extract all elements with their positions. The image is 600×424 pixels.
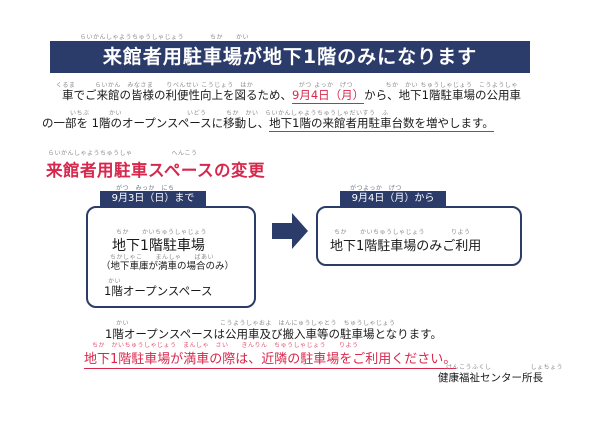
before-pill-ruby: がつ みっか にち (116, 185, 175, 192)
before-line1: 地下1階駐車場 (112, 238, 205, 254)
intro-line1-post: から、地下1階駐車場の公用車 (364, 88, 521, 102)
before-line3: 1階オープンスペース (104, 284, 213, 298)
intro-line2: の一部を 1階のオープンスペースに移動し、地下1階の来館者用駐車台数を増やします… (42, 116, 572, 132)
intro-line2-pre: の一部を 1階のオープンスペースに移動し、 (42, 116, 270, 130)
section-title: 来館者用駐車スペースの変更 (46, 161, 266, 180)
intro-ruby-line1: くるま らいかん みなさま りべんせい こうじょう はか がつ よっか げつ ち… (56, 82, 518, 89)
before-box (86, 206, 256, 308)
right-arrow-icon (272, 213, 308, 249)
after-box (316, 206, 522, 266)
after-pill: 9月4日（月）から (340, 191, 446, 207)
intro-line1-pre: 車でご来館の皆様の利便性向上を図るため、 (62, 88, 292, 102)
intro-line1: 車でご来館の皆様の利便性向上を図るため、9月4日（月）から、地下1階駐車場の公用… (42, 88, 572, 104)
signature: 健康福祉センター所長 (438, 372, 543, 384)
section-ruby: らいかんしゃようちゅうしゃ へんこう (48, 150, 198, 157)
warning-ruby: ちか かいちゅうしゃじょう まんしゃ さい きんりん ちゅうしゃじょう りよう (92, 342, 359, 349)
banner-ruby: らいかんしゃようちゅうしゃじょう ちか かい (80, 34, 250, 41)
before-line2: （地下車庫が満車の場合のみ） (101, 261, 235, 272)
note-text: 1階オープンスペースは公用車及び搬入車等の駐車場となります。 (105, 327, 443, 341)
title-banner: 来館者用駐車場が地下1階のみになります (50, 41, 530, 73)
note-ruby: かい こうようしゃおよ はんにゅうしゃとう ちゅうしゃじょう (116, 320, 396, 327)
signature-ruby: けんこうふくし しょちょう (446, 364, 564, 371)
after-pill-ruby: がつよっか げつ (350, 185, 402, 192)
before-ruby2: ちかしゃこ まんしゃ ばあい (110, 254, 215, 261)
warning-text: 地下1階駐車場が満車の際は、近隣の駐車場をご利用ください。 (84, 348, 457, 369)
intro-date: 9月4日（月） (292, 88, 365, 104)
before-pill: 9月3日（日）まで (100, 191, 206, 207)
before-ruby3: かい (108, 278, 122, 285)
after-ruby1: ちか かいちゅうしゃじょう りよう (334, 229, 471, 236)
after-line1: 地下1階駐車場のみご利用 (330, 239, 482, 254)
before-ruby1: ちか かいちゅうしゃじょう (116, 229, 208, 236)
intro-ruby-line2: いちぶ かい いどう ちか かい らいかんしゃようちゅうしゃだいすう ふ (70, 110, 389, 117)
intro-line2-highlight: 地下1階の来館者用駐車台数を増やします。 (269, 116, 494, 132)
